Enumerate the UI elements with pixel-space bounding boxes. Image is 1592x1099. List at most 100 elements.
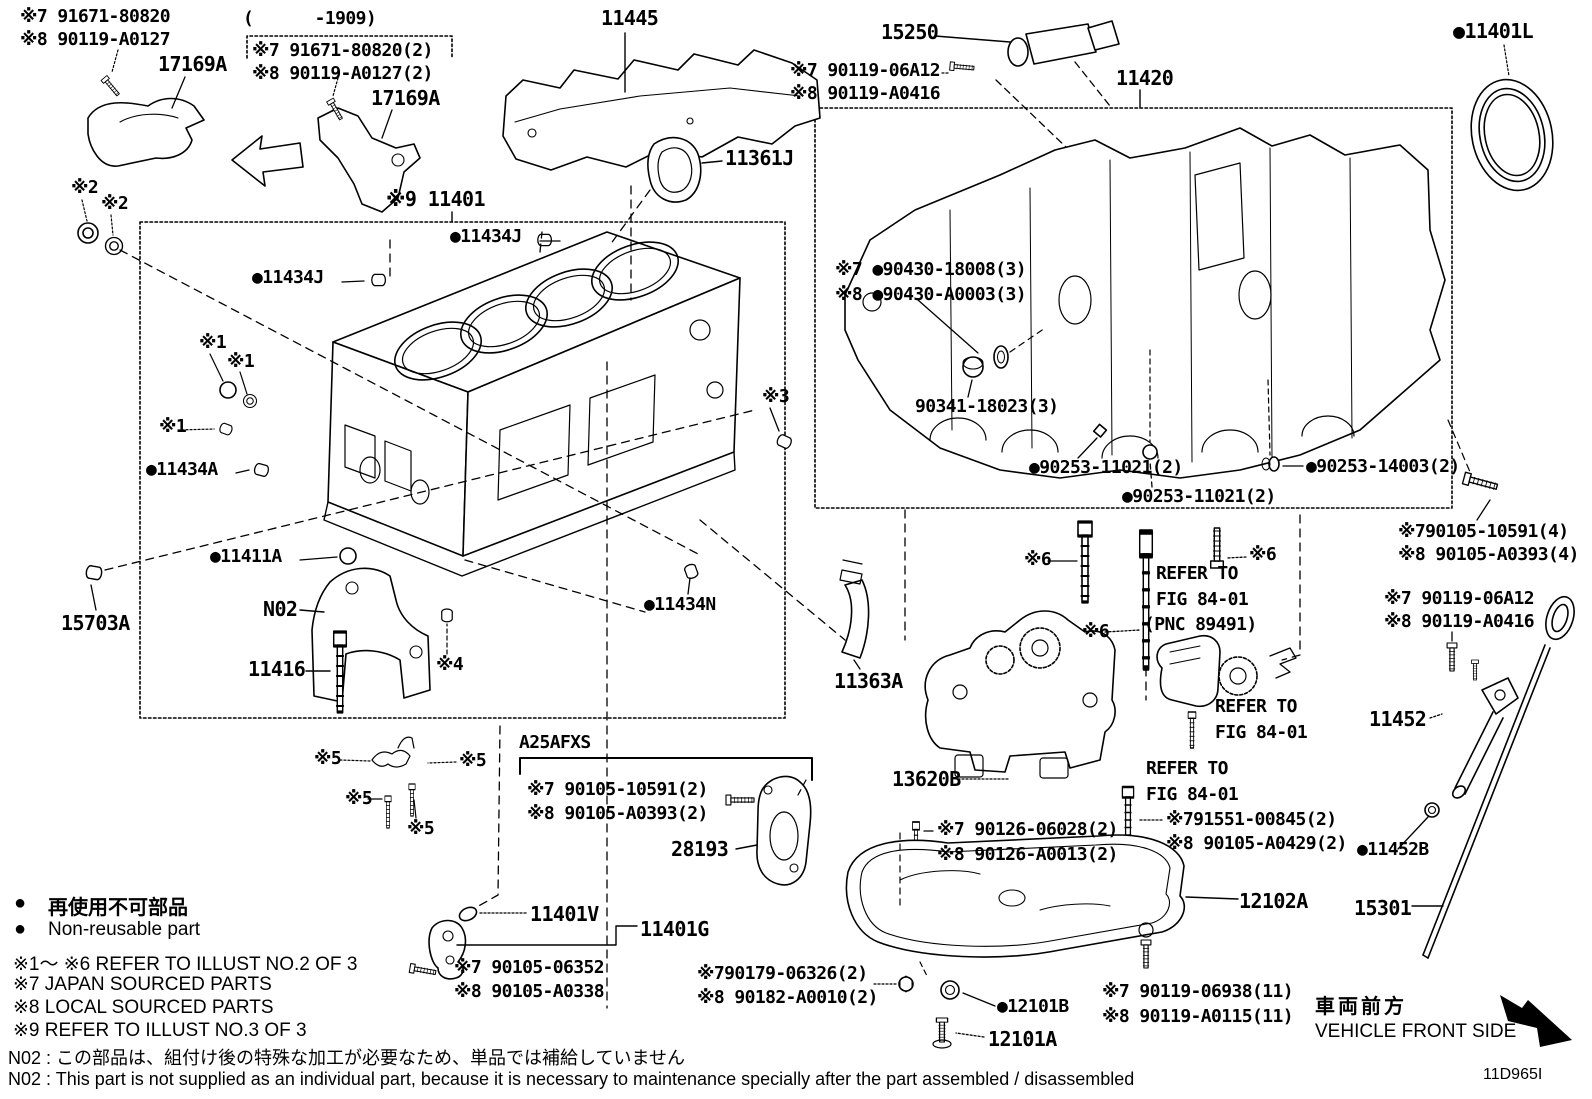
pn-15250: 15250 — [881, 20, 939, 44]
vehicle-front-arrow-icon — [1500, 995, 1572, 1047]
cylinder-block — [323, 211, 741, 577]
refer-a2: FIG 84-01 — [1156, 589, 1249, 610]
pn-11445: 11445 — [601, 6, 659, 30]
stud-bolts-mark6 — [1047, 520, 1247, 668]
pn-11401: ※9 11401 — [386, 187, 486, 211]
non-reusable-dot-icon: ● — [14, 892, 27, 914]
mark-1a: ※1 — [199, 332, 227, 353]
mark-6a: ※6 — [1024, 549, 1052, 570]
pn-11452B: ●11452B — [1357, 839, 1429, 860]
date-range: ( -1909) — [243, 8, 377, 29]
pn-90253-11021-a: ●90253-11021(2) — [1029, 457, 1183, 478]
pn-90430-18008: ※7 ●90430-18008(3) — [835, 259, 1027, 280]
pn-11401G: 11401G — [640, 917, 709, 941]
a25afxs-bracket — [519, 757, 813, 781]
pn-90105-06352: ※7 90105-06352 — [454, 957, 605, 978]
dipstick-guide — [1397, 659, 1519, 850]
engine-hanger-bracket-b — [317, 77, 421, 213]
pn-15703A: 15703A — [61, 611, 130, 635]
construction-dashed-lines — [104, 185, 1147, 1009]
pn-90182-A0010: ※8 90182-A0010(2) — [697, 987, 878, 1008]
note-n02-en: N02 : This part is not supplied as an in… — [8, 1069, 1135, 1089]
pn-90105-A0338: ※8 90105-A0338 — [454, 981, 605, 1002]
mark-4: ※4 — [436, 654, 464, 675]
mark-1b: ※1 — [227, 351, 255, 372]
legend-ref-illust-2: ※1～ ※6 REFER TO ILLUST NO.2 OF 3 — [13, 954, 358, 975]
pn-90119-06A12-a: ※7 90119-06A12 — [790, 60, 941, 81]
mark-6c: ※6 — [1249, 544, 1277, 565]
mark-6b: ※6 — [1082, 621, 1110, 642]
pn-90105-A0393-2: ※8 90105-A0393(2) — [527, 803, 708, 824]
pn-90105-A0429: ※8 90105-A0429(2) — [1166, 833, 1347, 854]
pn-11420: 11420 — [1116, 66, 1174, 90]
pn-91671-80820-2: ※7 91671-80820(2) — [252, 40, 433, 61]
water-bypass-hose — [839, 559, 870, 670]
legend-nonreusable-en: Non-reusable part — [48, 919, 201, 940]
pn-11363A: 11363A — [834, 669, 903, 693]
pn-91671-80820: ※7 91671-80820 — [20, 6, 171, 27]
mark-3: ※3 — [762, 386, 790, 407]
pn-17169A-a: 17169A — [158, 52, 227, 76]
pn-90126-A0013: ※8 90126-A0013(2) — [937, 844, 1118, 865]
refer-b1: REFER TO — [1215, 696, 1298, 717]
pn-90119-A0115: ※8 90119-A0115(11) — [1102, 1006, 1294, 1027]
pn-90126-06028: ※7 90126-06028(2) — [937, 819, 1118, 840]
drain-plug-and-washers — [917, 299, 1046, 398]
refer-c1: REFER TO — [1146, 758, 1229, 779]
pn-N02: N02 — [263, 597, 298, 621]
mark-2a: ※2 — [71, 177, 99, 198]
pn-90119-A0416-b: ※8 90119-A0416 — [1384, 611, 1535, 632]
pn-11401V: 11401V — [530, 902, 599, 926]
front-en: VEHICLE FRONT SIDE — [1315, 1021, 1517, 1042]
pn-13620B: 13620B — [892, 767, 961, 791]
pn-11434N: ●11434N — [644, 594, 716, 615]
legend-japan-sourced: ※7 JAPAN SOURCED PARTS — [13, 974, 272, 995]
pn-90430-A0003: ※8 ●90430-A0003(3) — [835, 284, 1027, 305]
balancer-oil-pump — [904, 509, 1116, 780]
cylinder-block-box — [139, 221, 786, 719]
refer-a1: REFER TO — [1156, 563, 1239, 584]
straight-screw-plugs-90253 — [1077, 349, 1304, 488]
oil-pan-plate-28193 — [725, 775, 812, 886]
pn-11452: 11452 — [1369, 707, 1427, 731]
pn-90105-10591-2: ※7 90105-10591(2) — [527, 779, 708, 800]
pn-90119-A0416-a: ※8 90119-A0416 — [790, 83, 941, 104]
crankcase — [844, 89, 1446, 479]
rear-crankshaft-oil-seal — [1470, 78, 1554, 192]
legend-ref-illust-3: ※9 REFER TO ILLUST NO.3 OF 3 — [13, 1020, 307, 1041]
bearing-cap-N02 — [299, 567, 431, 714]
refer-a3: (PNC 89491) — [1144, 614, 1257, 635]
pn-90253-14003: ●90253-14003(2) — [1306, 456, 1460, 477]
oil-pan — [845, 829, 1239, 969]
heat-insulator — [502, 32, 821, 171]
refer-b2: FIG 84-01 — [1215, 722, 1308, 743]
pn-12101B: ●12101B — [997, 996, 1069, 1017]
pn-90119-06A12-b: ※7 90119-06A12 — [1384, 588, 1535, 609]
pn-12102A: 12102A — [1239, 889, 1308, 913]
pn-90341-18023: 90341-18023(3) — [915, 396, 1059, 417]
legend-nonreusable-jp: 再使用不可部品 — [48, 897, 188, 919]
replacement-arrow-icon — [231, 135, 304, 187]
pn-90105-10591-4: ※790105-10591(4) — [1398, 521, 1569, 542]
mark-2b: ※2 — [101, 193, 129, 214]
mark-1c: ※1 — [159, 416, 187, 437]
pn-90179-06326: ※790179-06326(2) — [697, 963, 868, 984]
doc-code: 11D965I — [1483, 1066, 1543, 1083]
pn-28193: 28193 — [671, 837, 729, 861]
pn-11411A: ●11411A — [210, 546, 282, 567]
leader-11401L — [1503, 44, 1510, 77]
pn-91551-00845: ※791551-00845(2) — [1166, 809, 1337, 830]
oval-gasket-11361J — [647, 136, 723, 203]
mark-5a: ※5 — [314, 748, 342, 769]
engine-hanger-bracket-a — [87, 49, 205, 167]
drain-plug-group — [873, 961, 996, 1049]
pn-15301: 15301 — [1354, 896, 1412, 920]
date-range-bracket — [246, 35, 453, 59]
mark-5b: ※5 — [459, 750, 487, 771]
pn-11416: 11416 — [248, 657, 306, 681]
variant-A25AFXS: A25AFXS — [519, 732, 591, 753]
mark-5c: ※5 — [345, 788, 373, 809]
pn-90119-A0127: ※8 90119-A0127 — [20, 29, 171, 50]
